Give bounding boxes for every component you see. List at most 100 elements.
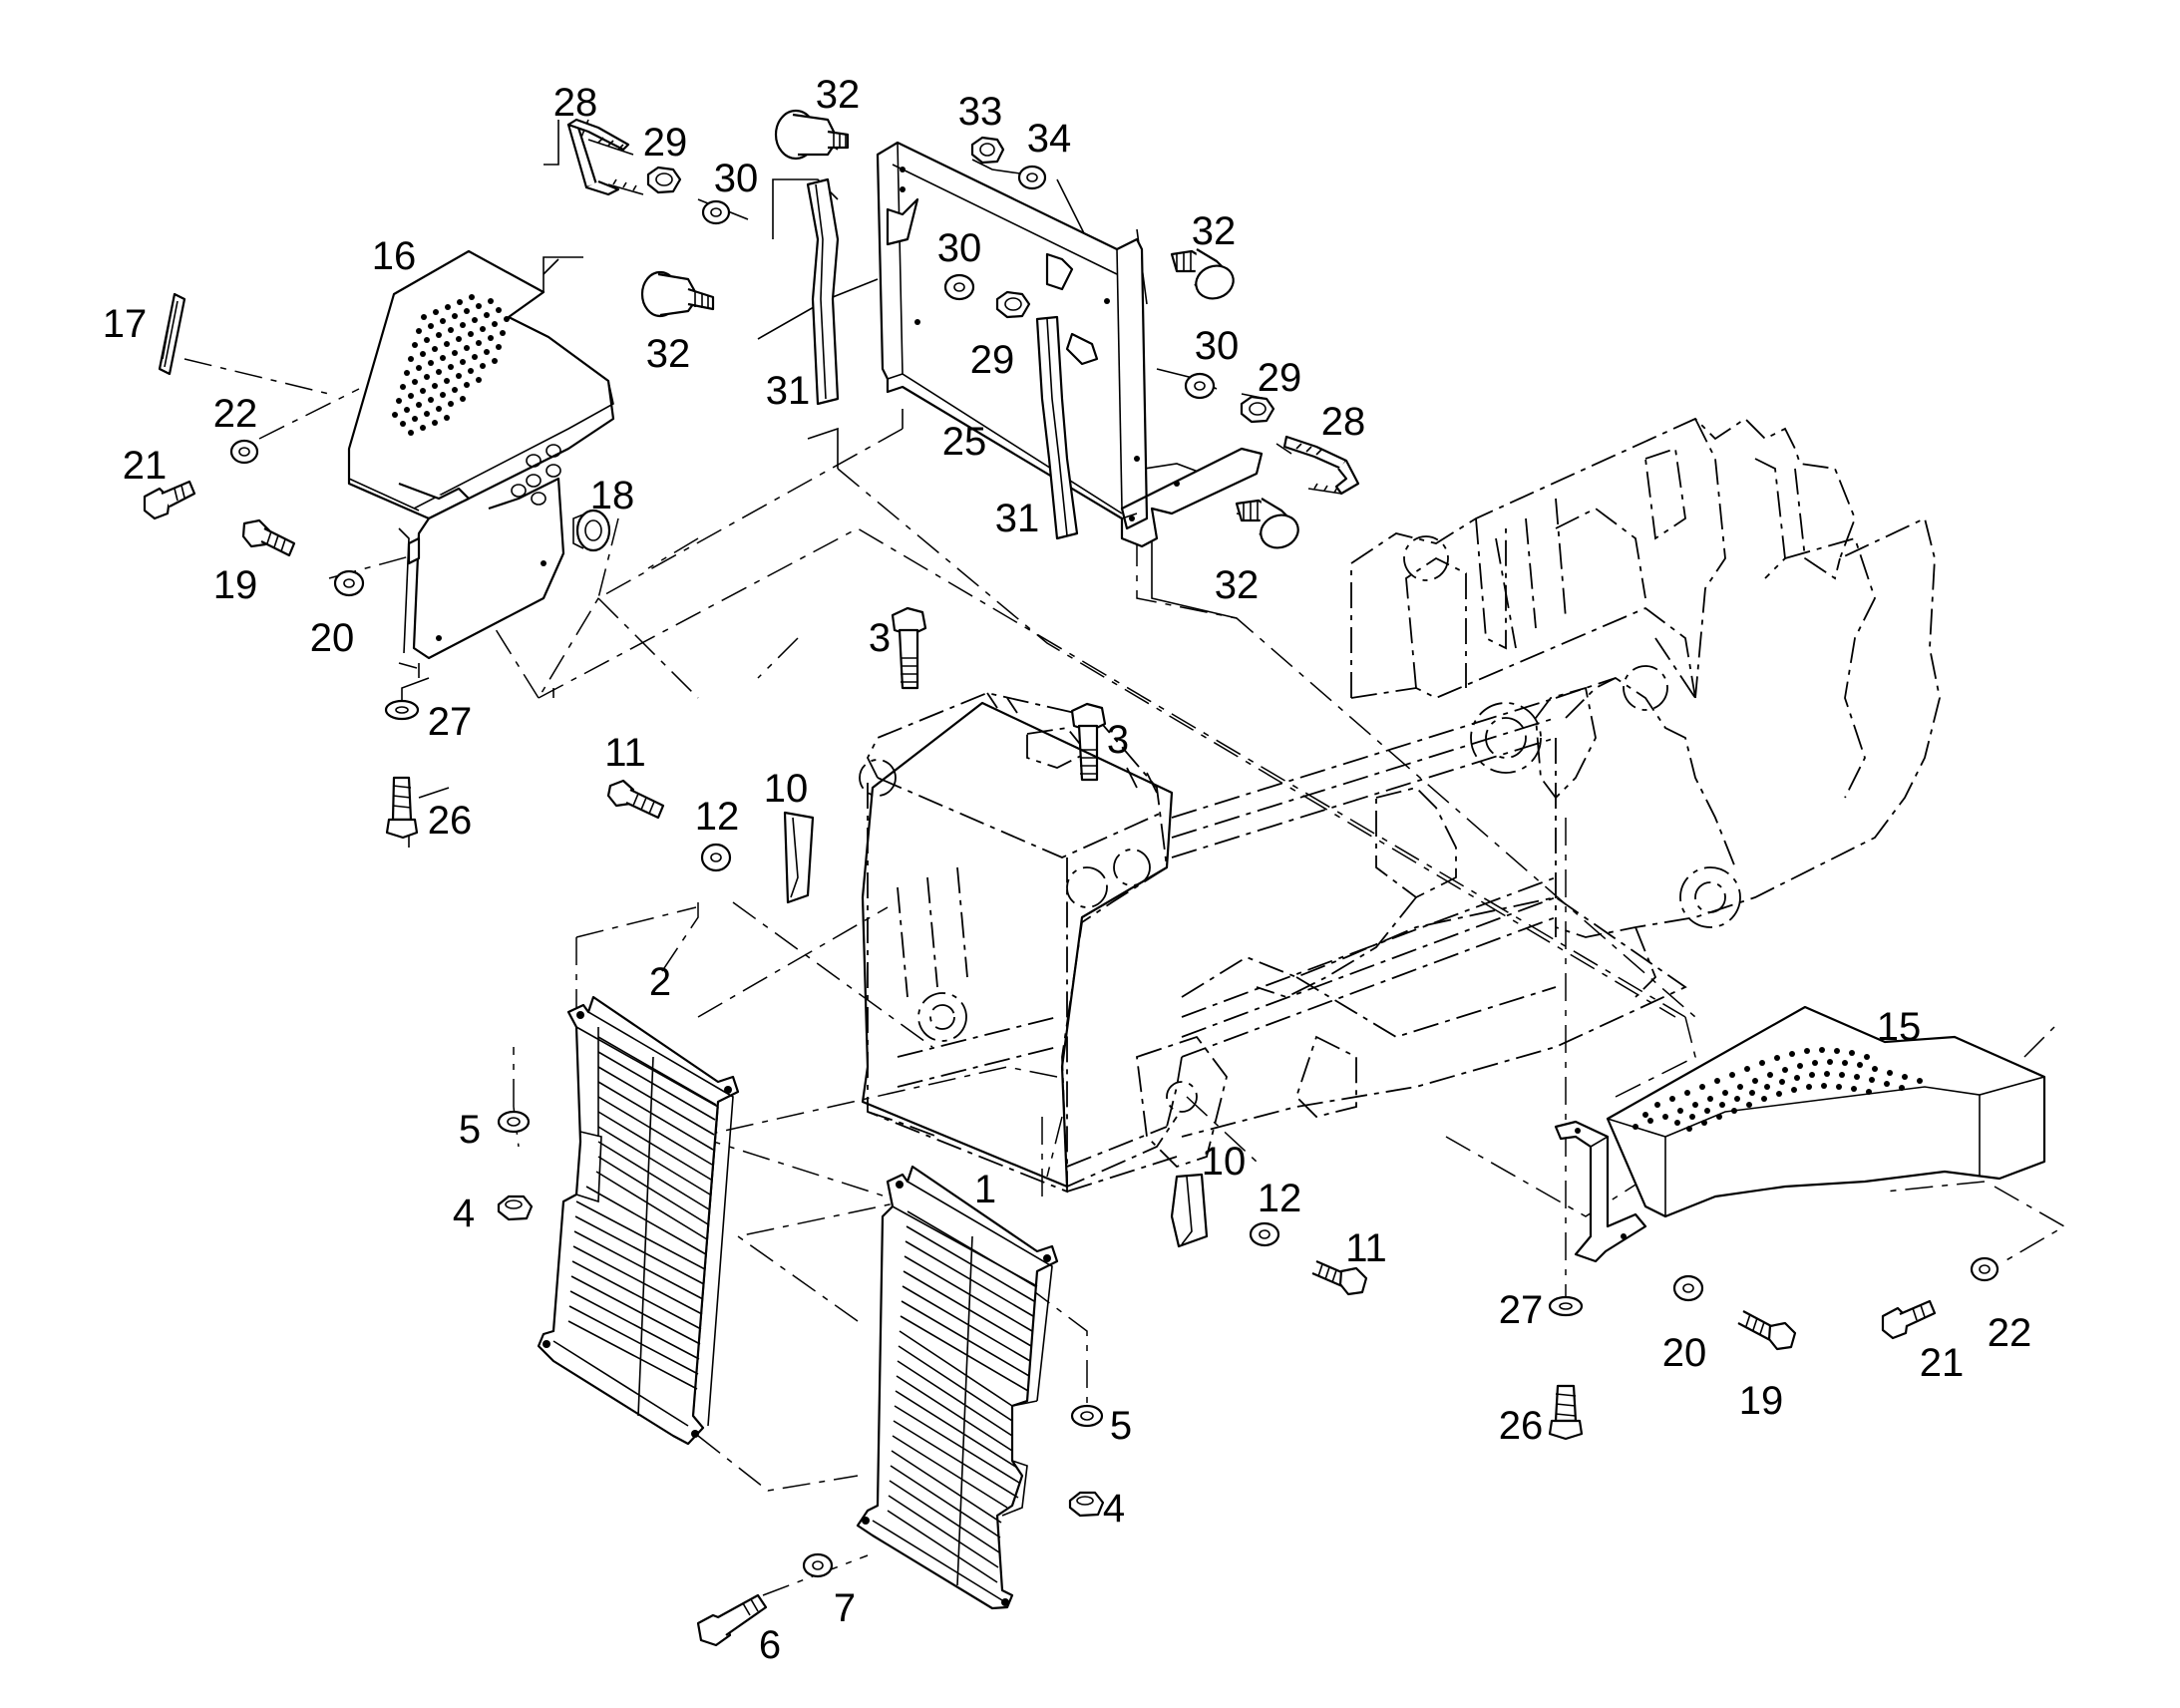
callout-c15: 15 [1877, 1005, 1922, 1049]
callout-c31a: 31 [766, 369, 811, 413]
callout-c25: 25 [942, 420, 987, 464]
grommet-part-18 [572, 509, 611, 552]
callout-c16: 16 [372, 234, 417, 278]
washer-part-30-right [1184, 372, 1216, 400]
callout-c11a: 11 [604, 731, 646, 775]
callout-c30c: 30 [1195, 324, 1240, 368]
rubber-strip-part-31-upper [806, 177, 840, 406]
callout-c4a: 4 [453, 1192, 475, 1235]
assembly-leaders [183, 358, 2066, 1596]
nut-part-29-right [1240, 395, 1275, 424]
callout-c22a: 22 [213, 392, 258, 436]
callout-c26a: 26 [428, 799, 473, 843]
buffer-part-32-left [640, 270, 715, 318]
callout-c21a: 21 [123, 444, 168, 488]
solid-leaders [398, 114, 1292, 848]
bolt-part-26-left [385, 776, 419, 840]
washer-part-34 [1017, 165, 1047, 190]
washer-part-5-right [1070, 1404, 1104, 1428]
u-bolt-part-28-right [1282, 435, 1360, 496]
washer-part-30-center [943, 273, 975, 301]
perforated-guard-part-15 [1554, 1005, 2046, 1263]
u-bolt-part-28-left [566, 118, 644, 196]
washer-part-27-right [1548, 1295, 1584, 1317]
bolt-part-26-right [1548, 1384, 1584, 1441]
perforated-guard-part-16 [347, 249, 615, 660]
callout-c3b: 3 [1107, 718, 1129, 762]
callout-c32a: 32 [816, 73, 861, 117]
washer-part-22-right [1970, 1256, 1999, 1282]
bolt-part-11-upper [606, 779, 665, 820]
bolt-part-6 [696, 1593, 768, 1647]
callout-c12b: 12 [1258, 1177, 1302, 1220]
callout-c21b: 21 [1920, 1341, 1965, 1385]
callout-c17: 17 [103, 302, 148, 346]
callout-c4b: 4 [1103, 1487, 1125, 1531]
perforation-holes-left-guard [392, 294, 510, 436]
washer-part-20-left [333, 569, 365, 597]
perforation-holes-right-guard [1633, 1047, 1923, 1132]
callout-c10a: 10 [764, 767, 809, 811]
clip-part-10-upper [783, 811, 815, 904]
callout-c28b: 28 [1321, 400, 1366, 444]
callout-c31b: 31 [995, 497, 1040, 540]
callout-c22b: 22 [1988, 1311, 2032, 1355]
callout-c29a: 29 [643, 121, 688, 165]
callout-c20b: 20 [1662, 1331, 1707, 1375]
callout-c19a: 19 [213, 563, 258, 607]
washer-part-27-left [384, 699, 420, 721]
callout-c29c: 29 [1258, 356, 1302, 400]
nut-part-33 [970, 136, 1005, 165]
bolt-part-3-right [1070, 702, 1107, 782]
callout-c3a: 3 [869, 616, 891, 660]
grille-bars-part-1 [887, 1210, 1036, 1583]
washer-part-20-right [1672, 1274, 1704, 1302]
washer-part-22-left [229, 439, 259, 465]
nut-part-29-left [646, 166, 682, 194]
bolt-part-19-right [1737, 1310, 1797, 1351]
bolt-part-3-left [891, 606, 927, 690]
callout-c6: 6 [759, 1623, 781, 1667]
callout-c20a: 20 [310, 616, 355, 660]
callout-c1: 1 [974, 1168, 996, 1211]
grille-part-1 [856, 1165, 1059, 1610]
nut-part-29-center [995, 290, 1031, 319]
clip-part-10-lower [1170, 1173, 1209, 1248]
callout-c5a: 5 [459, 1108, 481, 1152]
clip-part-17 [158, 292, 186, 376]
callout-c19b: 19 [1739, 1379, 1784, 1423]
callout-c5b: 5 [1110, 1404, 1132, 1448]
callout-c10b: 10 [1202, 1140, 1247, 1184]
grille-bars-part-2 [567, 1036, 717, 1390]
callout-c18: 18 [590, 474, 635, 517]
washer-part-12-upper [700, 843, 732, 872]
bolt-part-19-left [241, 518, 296, 557]
buffer-part-32-right-top [1170, 248, 1235, 300]
grille-part-2 [537, 995, 740, 1446]
callout-c27b: 27 [1499, 1288, 1544, 1332]
nut-part-4-left [497, 1195, 534, 1221]
callout-c7: 7 [834, 1586, 856, 1630]
callout-c12a: 12 [695, 795, 740, 839]
washer-part-12-lower [1249, 1221, 1280, 1247]
callout-c2: 2 [649, 960, 671, 1004]
callout-c32d: 32 [1215, 563, 1260, 607]
front-housing-box [861, 701, 1174, 1189]
nut-part-4-right [1068, 1491, 1105, 1518]
bolt-part-21-left [143, 480, 196, 520]
callout-c11b: 11 [1345, 1226, 1387, 1270]
buffer-part-32-top [774, 109, 850, 161]
rubber-strip-part-31-lower [1035, 315, 1079, 540]
washer-part-30-left [701, 199, 731, 225]
callout-c26b: 26 [1499, 1404, 1544, 1448]
callout-c33: 33 [958, 90, 1003, 134]
mounting-plate-part-25 [876, 141, 1264, 548]
callout-c28a: 28 [553, 81, 598, 125]
buffer-part-32-right-bottom [1235, 498, 1299, 549]
bolt-part-21-right [1881, 1299, 1937, 1340]
callout-c30b: 30 [937, 226, 982, 270]
callout-c30a: 30 [714, 157, 759, 200]
callout-c32b: 32 [1192, 209, 1237, 253]
